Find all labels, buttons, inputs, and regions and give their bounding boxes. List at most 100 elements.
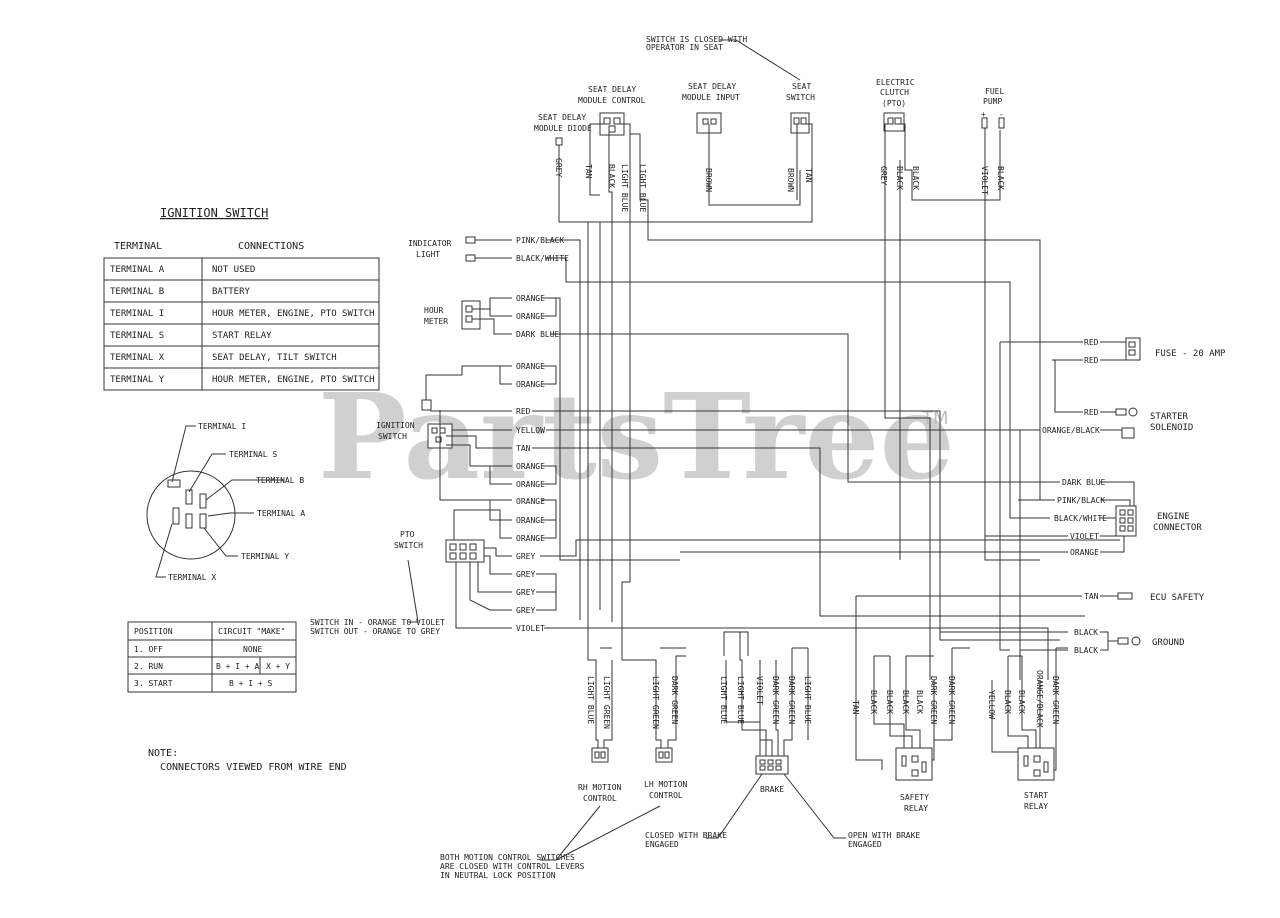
component-label: CONNECTOR: [1153, 523, 1202, 533]
table-cell-connection: START RELAY: [212, 331, 272, 341]
wire-label: DARK GREEN: [947, 676, 956, 724]
component-label: SEAT DELAY: [688, 82, 736, 91]
label-terminal-i: TERMINAL I: [198, 422, 246, 431]
wire-label: TAN: [584, 164, 593, 179]
wire-label: VIOLET: [755, 676, 764, 705]
position-table: POSITION CIRCUIT "MAKE" 1. OFF NONE 2. R…: [127, 621, 297, 693]
wire-label: LIGHT GREEN: [602, 676, 611, 729]
note-text: CONNECTORS VIEWED FROM WIRE END: [160, 762, 347, 773]
note-heading: NOTE:: [148, 748, 178, 759]
component-label: SAFETY: [900, 793, 929, 802]
component-label: (PTO): [882, 99, 906, 108]
brake-open-note: OPEN WITH BRAKE: [848, 831, 920, 840]
table-row: 1. OFF NONE: [134, 645, 262, 654]
component-label: RH MOTION: [578, 783, 622, 792]
table-cell-terminal: TERMINAL S: [110, 331, 164, 341]
wire-label: BLACK: [996, 166, 1005, 190]
table-cell-terminal: TERMINAL B: [110, 287, 164, 297]
svg-text:-: -: [999, 110, 1004, 119]
seat-switch: SEAT SWITCH SWITCH IS CLOSED WITH OPERAT…: [646, 35, 815, 134]
indicator-light: INDICATOR LIGHT: [408, 236, 476, 262]
wire-label: LIGHT GREEN: [651, 676, 660, 729]
component-label: SWITCH: [394, 541, 423, 550]
fuel-pump: FUEL PUMP + -: [981, 87, 1005, 129]
wire-label: BLACK: [885, 690, 894, 714]
component-label: HOUR: [424, 306, 443, 315]
table-row: TERMINAL X SEAT DELAY, TILT SWITCH: [110, 353, 337, 363]
wire-label: RED: [1084, 356, 1099, 365]
wire-label: BLACK: [915, 690, 924, 714]
table-cell-position: 2. RUN: [134, 662, 163, 671]
right-wires: [680, 341, 1135, 680]
component-label: SOLENOID: [1150, 423, 1193, 433]
table-cell-circuit: B + I + S: [229, 679, 273, 688]
table-cell-terminal: TERMINAL Y: [110, 375, 165, 385]
component-label: IGNITION: [376, 421, 415, 430]
wire-label: VIOLET: [980, 166, 989, 195]
wire-label: GREY: [879, 166, 888, 185]
wire-label: LIGHT BLUE: [620, 164, 629, 212]
table-cell-terminal: TERMINAL X: [110, 353, 165, 363]
component-label: RELAY: [904, 804, 928, 813]
wire-label: GREY: [516, 570, 535, 579]
ground: GROUND: [1117, 636, 1185, 648]
table-cell-circuit-extra: X + Y: [266, 662, 290, 671]
wire-label: ORANGE/BLACK: [1035, 670, 1044, 728]
wire-label: ORANGE: [516, 462, 545, 471]
wire-label: BLACK: [869, 690, 878, 714]
motion-note-text: IN NEUTRAL LOCK POSITION: [440, 871, 556, 880]
component-label: START: [1024, 791, 1048, 800]
table-row: 2. RUN B + I + A X + Y: [134, 662, 290, 671]
wire-label: LIGHT BLUE: [586, 676, 595, 724]
start-relay: START RELAY: [1017, 747, 1055, 811]
seat-delay-diode: SEAT DELAY MODULE DIODE: [534, 113, 592, 188]
seat-delay-input: SEAT DELAY MODULE INPUT: [682, 82, 740, 134]
ignition-table-title: IGNITION SWITCH: [160, 206, 268, 220]
component-label: BRAKE: [760, 785, 784, 794]
wire-label: DARK GREEN: [1051, 676, 1060, 724]
starter-solenoid: STARTER SOLENOID: [1115, 407, 1193, 439]
wire-label: PINK/BLACK: [516, 236, 564, 245]
brake-closed-note: ENGAGED: [645, 840, 679, 849]
watermark-tm: TM: [921, 408, 949, 429]
brake-switch: BRAKE CLOSED WITH BRAKE ENGAGED OPEN WIT…: [645, 755, 920, 849]
component-label: GROUND: [1152, 638, 1185, 648]
wire-label: ORANGE/BLACK: [1042, 426, 1100, 435]
component-label: PUMP: [983, 97, 1002, 106]
component-label: ECU SAFETY: [1150, 593, 1205, 603]
table-cell-connection: SEAT DELAY, TILT SWITCH: [212, 353, 337, 363]
wire-label: ORANGE: [516, 480, 545, 489]
wire-label: BLACK: [901, 690, 910, 714]
table-row: TERMINAL Y HOUR METER, ENGINE, PTO SWITC…: [110, 375, 375, 385]
wire-label: DARK GREEN: [771, 676, 780, 724]
wire-label: TAN: [1084, 592, 1099, 601]
ignition-switch-face: TERMINAL I TERMINAL S TERMINAL B TERMINA…: [146, 422, 305, 582]
wire-label: ORANGE: [516, 362, 545, 371]
table-row: TERMINAL S START RELAY: [110, 331, 272, 341]
component-label: CONTROL: [583, 794, 617, 803]
column-header-circuit: CIRCUIT "MAKE": [218, 627, 285, 636]
wire-label: GREY: [516, 552, 535, 561]
table-cell-connection: NOT USED: [212, 265, 255, 275]
wire-label: LIGHT BLUE: [803, 676, 812, 724]
ecu-safety: ECU SAFETY: [1117, 592, 1205, 603]
wire-label: ORANGE: [516, 534, 545, 543]
pto-note: SWITCH IN - ORANGE TO VIOLET: [310, 618, 445, 627]
component-label: CLUTCH: [880, 88, 909, 97]
column-header-terminal: TERMINAL: [114, 241, 162, 252]
wire-label: VIOLET: [516, 624, 545, 633]
ignition-switch-table: IGNITION SWITCH TERMINAL CONNECTIONS TER…: [103, 206, 380, 391]
component-label: MODULE DIODE: [534, 124, 592, 133]
wire-label: DARK GREEN: [929, 676, 938, 724]
table-row: 3. START B + I + S: [134, 679, 273, 688]
wire-label: BLACK: [1017, 690, 1026, 714]
wire-label: BROWN: [786, 168, 795, 192]
bottom-wires: [587, 631, 1068, 771]
wire-label: DARK BLUE: [516, 330, 560, 339]
table-cell-connection: HOUR METER, ENGINE, PTO SWITCH: [212, 375, 375, 385]
component-label: INDICATOR: [408, 239, 452, 248]
table-cell-terminal: TERMINAL A: [110, 265, 165, 275]
pto-note: SWITCH OUT - ORANGE TO GREY: [310, 627, 440, 636]
component-label: MODULE CONTROL: [578, 96, 646, 105]
electric-clutch: ELECTRIC CLUTCH (PTO): [876, 78, 915, 132]
